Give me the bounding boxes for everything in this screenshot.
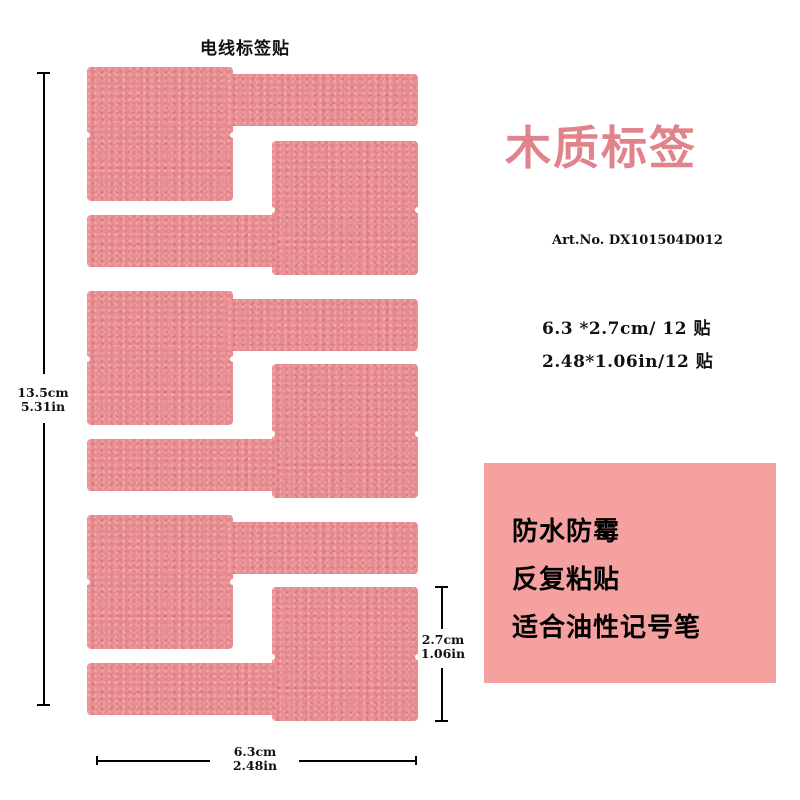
dim-cap-right [415, 756, 417, 765]
feature-marker-compatible: 适合油性记号笔 [512, 613, 702, 643]
label-top-tab [228, 74, 418, 126]
width-in: 2.48in [232, 758, 278, 773]
height-label: 13.5cm 5.31in [2, 386, 84, 414]
notch [84, 356, 90, 362]
notch [269, 431, 275, 437]
label-bottom-tab [87, 439, 277, 491]
label-bottom-right-block [272, 587, 418, 721]
dim-line-upper [43, 72, 45, 374]
notch [415, 207, 421, 213]
label-bottom-right-block [272, 364, 418, 498]
notch [269, 654, 275, 660]
spec-in: 2.48*1.06in/12 贴 [542, 352, 714, 372]
label-height-label: 2.7cm 1.06in [418, 633, 468, 661]
height-in: 5.31in [20, 399, 66, 414]
dim-line-left [96, 760, 210, 762]
sheet-title: 电线标签贴 [200, 39, 290, 59]
label-height-cm: 2.7cm [421, 632, 465, 647]
label-top-tab [228, 299, 418, 351]
dim-line-upper [441, 586, 443, 629]
notch [230, 579, 236, 585]
label-bottom-tab [87, 215, 277, 267]
width-cm: 6.3cm [233, 744, 277, 759]
dim-line-right [299, 760, 415, 762]
label-top-left-block [87, 291, 233, 425]
notch [415, 431, 421, 437]
feature-reusable: 反复粘贴 [512, 565, 621, 595]
height-cm: 13.5cm [17, 385, 69, 400]
dim-line-lower [441, 668, 443, 721]
notch [84, 132, 90, 138]
dim-cap-bottom [435, 720, 448, 722]
label-top-left-block [87, 515, 233, 649]
label-height-in: 1.06in [420, 646, 466, 661]
label-bottom-tab [87, 663, 277, 715]
notch [230, 132, 236, 138]
dim-cap-bottom [37, 704, 50, 706]
label-top-tab [228, 522, 418, 574]
dim-line-lower [43, 423, 45, 706]
features-box: 防水防霉 反复粘贴 适合油性记号笔 [484, 463, 776, 683]
notch [415, 654, 421, 660]
product-title: 木质标签 [505, 121, 697, 175]
feature-waterproof: 防水防霉 [512, 517, 621, 547]
notch [269, 207, 275, 213]
notch [230, 356, 236, 362]
article-number: Art.No. DX101504D012 [552, 233, 723, 248]
width-label: 6.3cm 2.48in [213, 745, 297, 773]
label-bottom-right-block [272, 141, 418, 275]
label-top-left-block [87, 67, 233, 201]
notch [84, 579, 90, 585]
spec-cm: 6.3 *2.7cm/ 12 贴 [542, 319, 712, 339]
